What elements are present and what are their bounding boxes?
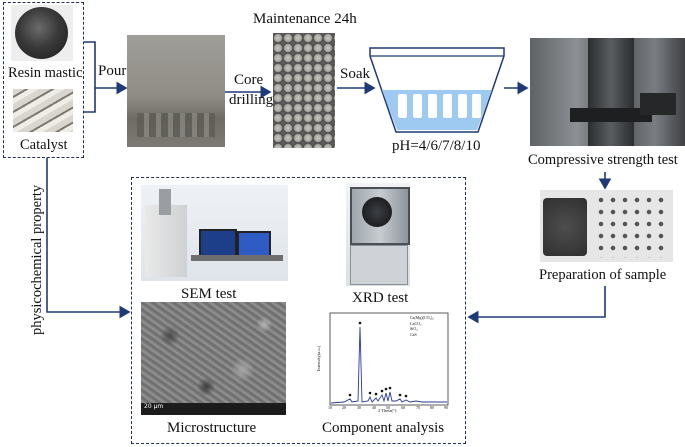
xrd-instrument-photo	[346, 183, 410, 286]
preparation-label: Preparation of sample	[539, 267, 667, 283]
sem-instrument-photo	[141, 185, 288, 281]
component-analysis-label: Component analysis	[322, 420, 445, 436]
analysis-box	[131, 177, 466, 444]
sem-scale-bar: 20 μm	[144, 403, 164, 410]
xrd-tick: 20	[342, 405, 346, 410]
ph-label: pH=4/6/7/8/10	[392, 138, 481, 154]
xrd-tick: 70	[416, 405, 420, 410]
xrd-legend: Ca(Mg)(CO₃)₂ CaCO₃ SiO₂ CaS	[410, 315, 434, 337]
compressive-label: Compressive strength test	[528, 152, 678, 168]
xrd-tick: 10	[328, 405, 332, 410]
physicochemical-label-wrap: physicochemical property	[15, 170, 45, 335]
resin-mastic-label: Resin mastic	[8, 65, 83, 81]
core-label: Core	[234, 72, 264, 88]
xrd-tick: 50	[386, 405, 390, 410]
pour-label: Pour	[98, 63, 127, 79]
drilling-label: drilling	[229, 92, 274, 108]
xrd-legend-1: Ca(Mg)(CO₃)₂	[410, 315, 434, 320]
xrd-tick: 30	[357, 405, 361, 410]
arrow-physicochemical	[46, 158, 131, 319]
compressive-machine-photo	[530, 38, 685, 146]
microstructure-label: Microstructure	[167, 420, 257, 436]
xrd-legend-4: CaS	[410, 331, 417, 337]
xrd-legend-2: CaCO₃	[410, 320, 422, 326]
xrd-tick: 40	[372, 405, 376, 410]
maintenance-label: Maintenance 24h	[253, 11, 357, 27]
material-bracket	[84, 41, 96, 113]
soak-tank	[369, 47, 505, 133]
arrow-to-analysis	[467, 286, 606, 324]
xrd-tick: 80	[430, 405, 434, 410]
poured-slab-photo	[127, 35, 225, 147]
physicochemical-label: physicochemical property	[29, 184, 45, 335]
xrd-xlabel: 2 Theta(°)	[378, 408, 397, 413]
raw-materials-box	[3, 2, 84, 158]
catalyst-label: Catalyst	[20, 137, 68, 153]
xrd-chart: Intensity(a.u.) 2 Theta(°) Ca(Mg)(CO₃)₂ …	[314, 309, 454, 415]
xrd-tick: 60	[401, 405, 405, 410]
core-samples-photo	[273, 33, 335, 148]
catalyst-photo	[13, 89, 73, 132]
xrd-tick: 90	[444, 405, 448, 410]
xrd-ylabel: Intensity(a.u.)	[316, 345, 321, 371]
sample-preparation-photo	[540, 190, 673, 262]
sem-micrograph: 20 μm	[141, 302, 286, 415]
resin-mastic-photo	[11, 5, 73, 61]
sem-test-label: SEM test	[181, 286, 237, 302]
xrd-test-label: XRD test	[352, 290, 409, 306]
soak-label: Soak	[340, 66, 370, 82]
xrd-chart-svg	[329, 312, 449, 406]
xrd-legend-3: SiO₂	[410, 326, 418, 331]
